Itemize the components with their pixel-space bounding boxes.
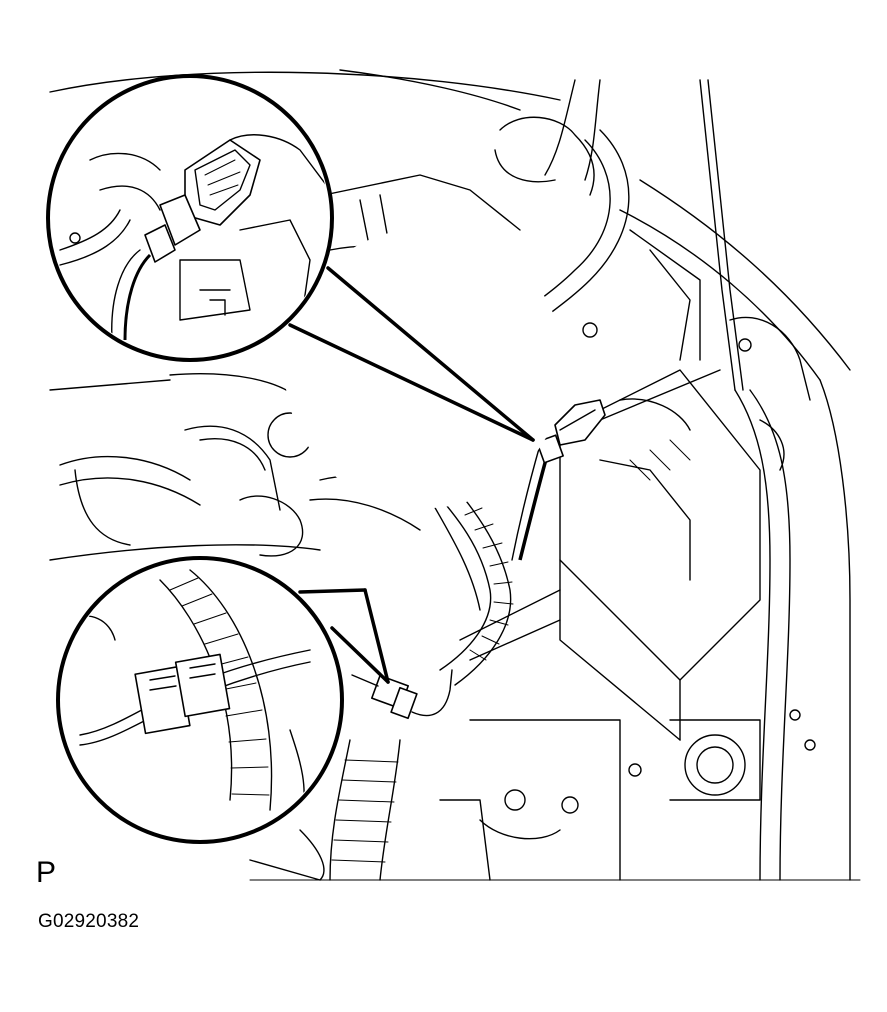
upper-detail-callout [46, 74, 565, 509]
view-label: P [36, 856, 57, 889]
lower-detail-callout [56, 556, 390, 845]
figure-code: G02920382 [38, 911, 140, 932]
engine-component-linework [49, 69, 861, 881]
lower-connector [351, 669, 453, 720]
